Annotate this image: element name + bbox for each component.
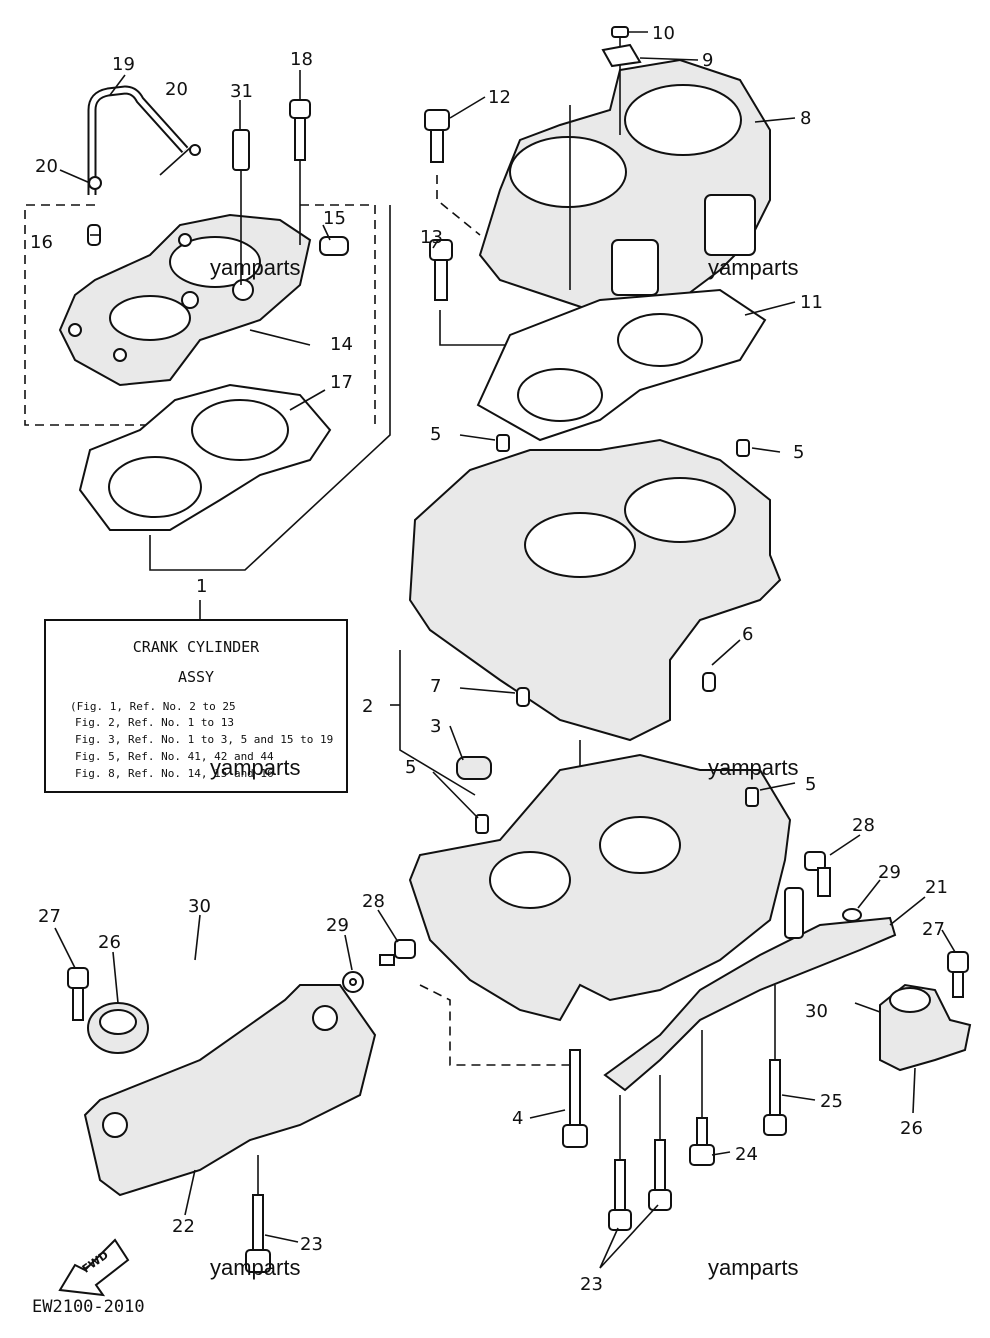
water-pipe-part	[87, 85, 189, 195]
callout-30-left: 30	[188, 896, 211, 917]
assy-line-2: Fig. 2, Ref. No. 1 to 13	[75, 716, 234, 729]
watermarks: yamparts yamparts yamparts yamparts yamp…	[210, 255, 798, 1280]
fwd-arrow	[58, 1238, 130, 1297]
watermark-5: yamparts	[210, 1255, 300, 1280]
cylinder-head-group	[24, 85, 391, 571]
callout-27-left: 27	[38, 906, 61, 927]
upper-crankcase-part	[408, 438, 782, 742]
lower-crankcase-part	[408, 753, 792, 1022]
cylinder-gasket-part	[476, 288, 767, 442]
callout-22: 22	[172, 1216, 195, 1237]
callout-29-left: 29	[326, 915, 349, 936]
watermark-6: yamparts	[708, 1255, 798, 1280]
callout-7: 7	[430, 676, 441, 697]
callout-4: 4	[512, 1108, 523, 1129]
callout-5-b: 5	[793, 442, 804, 463]
assy-line-1: (Fig. 1, Ref. No. 2 to 25	[70, 700, 236, 713]
callout-6: 6	[742, 624, 753, 645]
callout-8: 8	[800, 108, 811, 129]
callout-9: 9	[702, 50, 713, 71]
callout-17: 17	[330, 372, 353, 393]
assy-line-3: Fig. 3, Ref. No. 1 to 3, 5 and 15 to 19	[75, 733, 333, 746]
callout-24: 24	[735, 1144, 758, 1165]
callout-12: 12	[488, 87, 511, 108]
assy-subtitle: ASSY	[178, 668, 214, 686]
callout-25: 25	[820, 1091, 843, 1112]
callout-15: 15	[323, 208, 346, 229]
right-mount-group	[562, 851, 972, 1231]
leader-lines	[54, 31, 956, 1269]
cylinder-block-group	[424, 26, 771, 442]
assy-title: CRANK CYLINDER	[133, 638, 260, 656]
assy-reference-box: CRANK CYLINDER ASSY (Fig. 1, Ref. No. 2 …	[44, 619, 348, 793]
watermark-3: yamparts	[210, 755, 300, 780]
callout-26-right: 26	[900, 1118, 923, 1139]
callout-18: 18	[290, 49, 313, 70]
callout-13: 13	[420, 227, 443, 248]
callout-5-d: 5	[805, 774, 816, 795]
callout-19: 19	[112, 54, 135, 75]
callout-14: 14	[330, 334, 353, 355]
bearing-part	[456, 756, 492, 780]
left-bracket-part	[83, 984, 377, 1197]
callout-2: 2	[362, 696, 373, 717]
callout-5-a: 5	[430, 424, 441, 445]
callout-28-left: 28	[362, 891, 385, 912]
callout-16: 16	[30, 232, 53, 253]
callout-10: 10	[652, 23, 675, 44]
diagram-code: EW2100-2010	[32, 1297, 145, 1317]
lower-crankcase-group	[408, 753, 792, 1066]
callout-30-right: 30	[805, 1001, 828, 1022]
callout-21: 21	[925, 877, 948, 898]
callout-20-top: 20	[165, 79, 188, 100]
right-bracket-part	[603, 916, 897, 1092]
watermark-1: yamparts	[210, 255, 300, 280]
watermark-4: yamparts	[708, 755, 798, 780]
callout-labels: 10 9 8 12 13 11 19 20 31 18 20 15 16 14 …	[30, 23, 948, 1295]
callout-1: 1	[196, 576, 207, 597]
callout-29-right: 29	[878, 862, 901, 883]
callout-11: 11	[800, 292, 823, 313]
assy-line-5: Fig. 8, Ref. No. 14, 15 and 16	[75, 767, 274, 780]
callout-5-c: 5	[405, 757, 416, 778]
left-mount-group	[58, 939, 416, 1297]
callout-26-left: 26	[98, 932, 121, 953]
callout-23-left: 23	[300, 1234, 323, 1255]
callout-3: 3	[430, 716, 441, 737]
callout-23-right: 23	[580, 1274, 603, 1295]
head-gasket-part	[78, 383, 332, 531]
callout-31: 31	[230, 81, 253, 102]
assy-line-4: Fig. 5, Ref. No. 41, 42 and 44	[75, 750, 274, 763]
callout-20-left: 20	[35, 156, 58, 177]
callout-27-right: 27	[922, 919, 945, 940]
callout-28-right: 28	[852, 815, 875, 836]
watermark-2: yamparts	[708, 255, 798, 280]
